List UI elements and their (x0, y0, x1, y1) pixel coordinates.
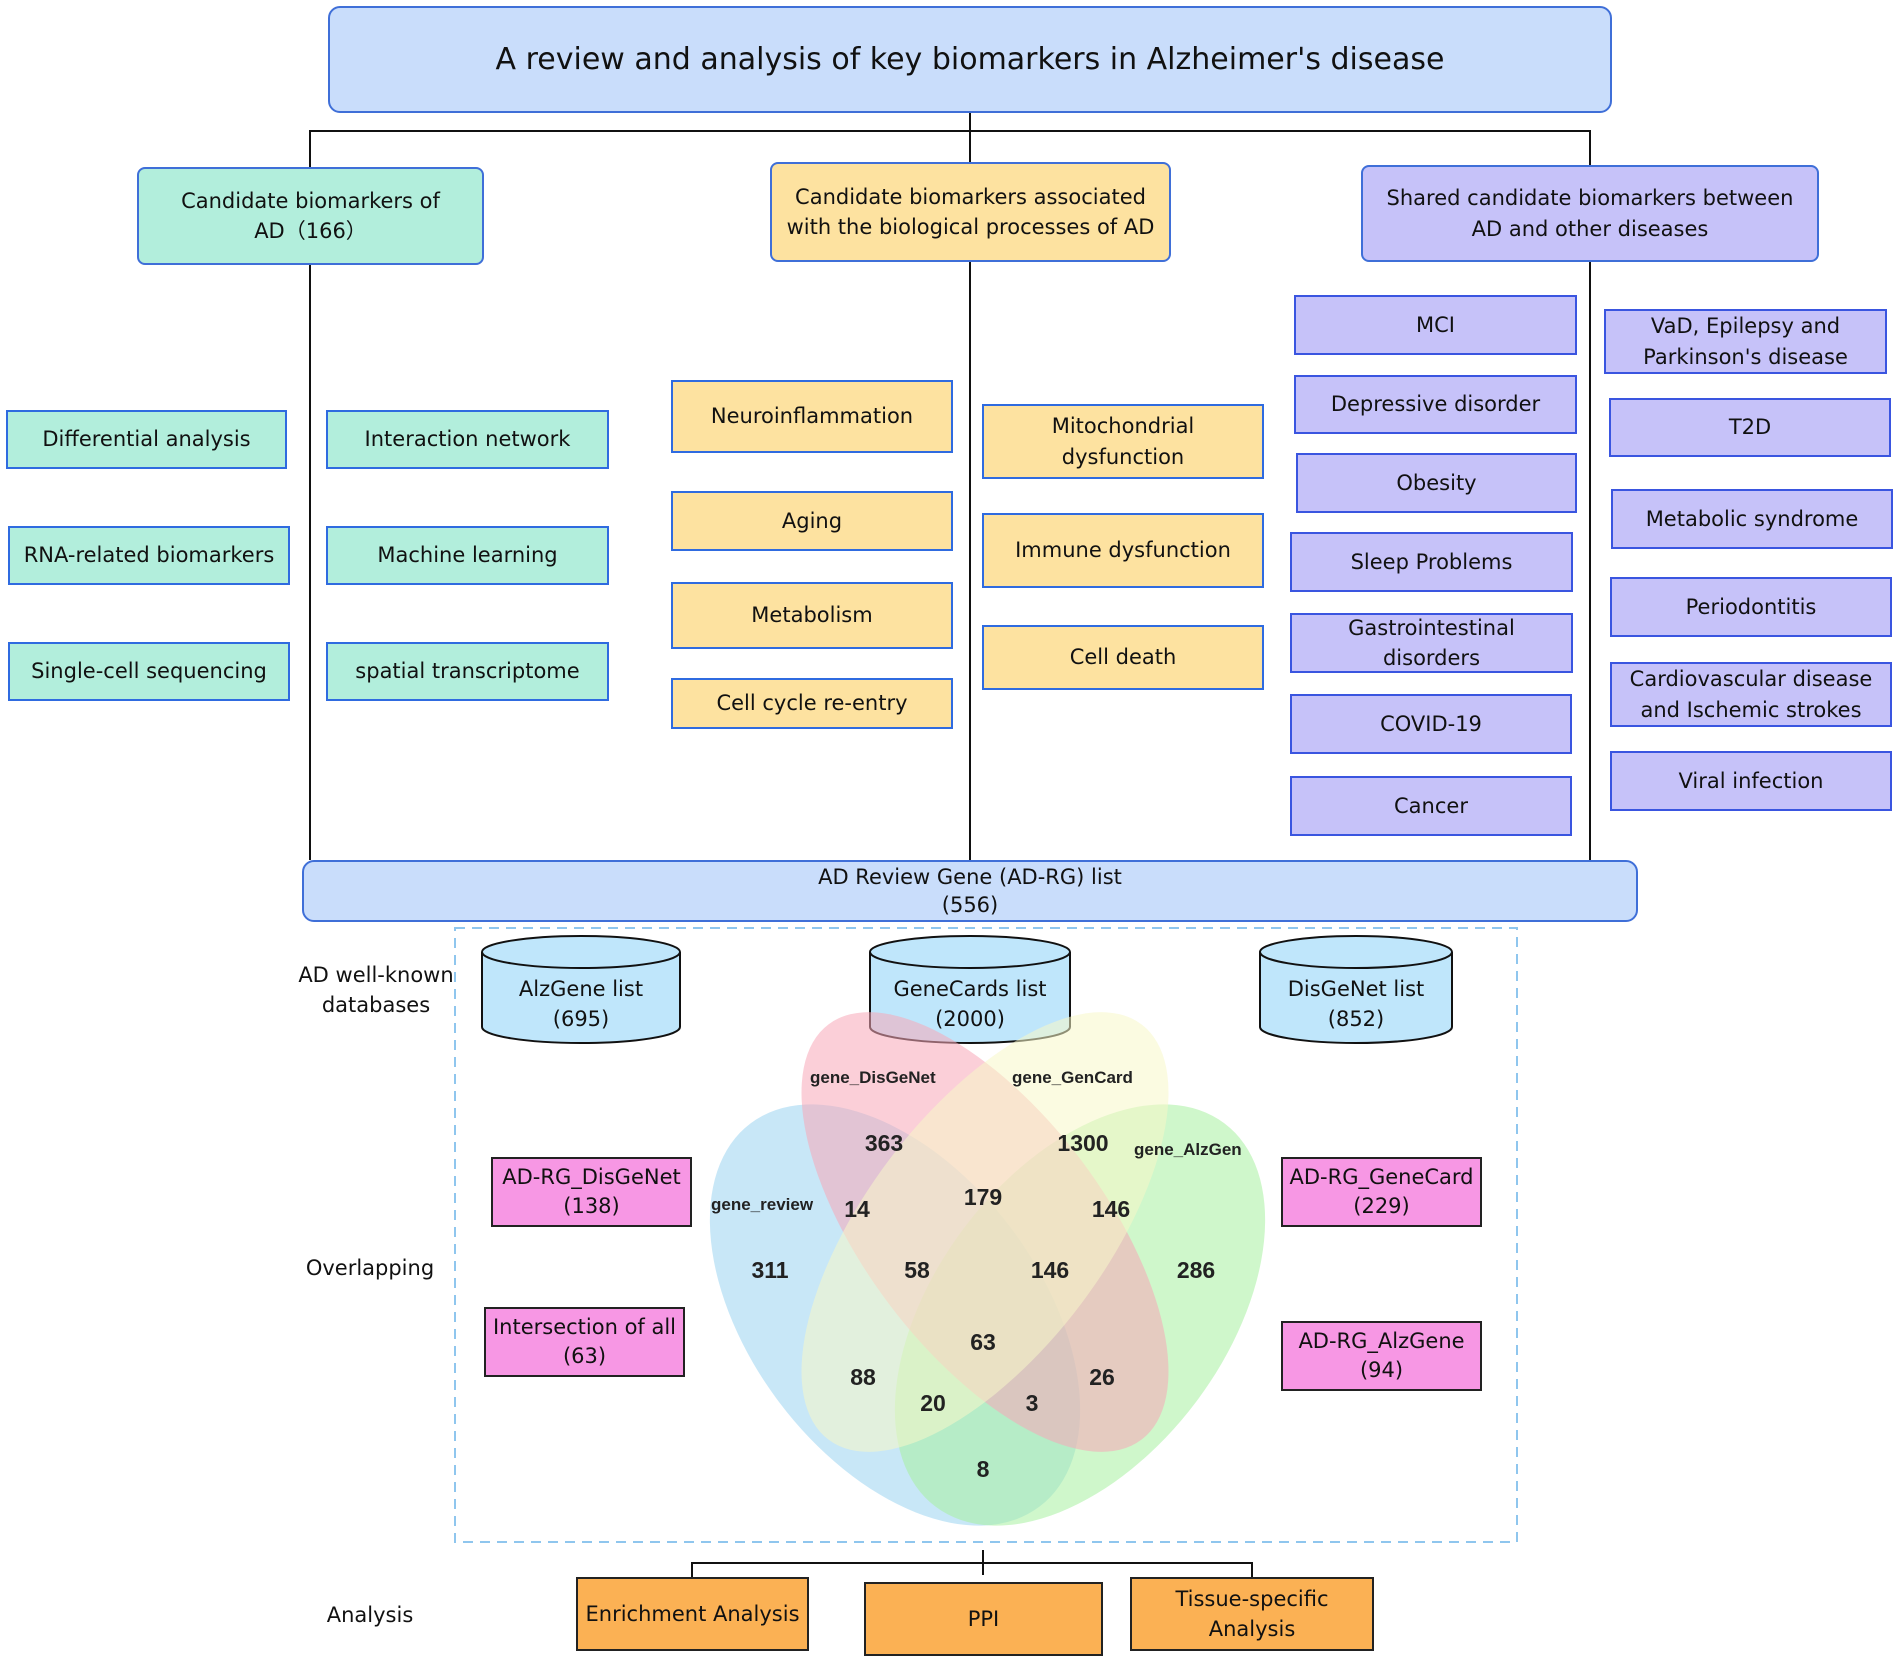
overlap-adrg-disgenet-name: AD-RG_DisGeNet (502, 1164, 681, 1189)
disgenet-db-name: DisGeNet list (1287, 977, 1425, 1001)
disease-obesity: Obesity (1296, 453, 1577, 513)
overlap-adrg-alzgene-name: AD-RG_AlzGene (1298, 1328, 1465, 1353)
adrg-list-bar: AD Review Gene (AD-RG) list (556) (302, 860, 1638, 922)
disease-t2d: T2D (1609, 398, 1891, 457)
process-immune-dysfunction: Immune dysfunction (982, 513, 1264, 588)
adrg-list-count: (556) (941, 893, 999, 917)
side-label-databases: AD well-known databases (298, 963, 454, 1018)
overlap-intersection-all-count: (63) (562, 1344, 607, 1368)
diagram-title: A review and analysis of key biomarkers … (328, 6, 1612, 113)
venn-region-review-gencard-alzgen: 20 (920, 1390, 946, 1416)
venn-label-alzgen: gene_AlzGen (1134, 1140, 1242, 1159)
genecards-db-label: GeneCards list (2000) (870, 974, 1070, 1035)
method-interaction-network: Interaction network (326, 410, 609, 469)
alzgene-db-count: (695) (552, 1007, 610, 1032)
disease-vad-epilepsy-parkinsons: VaD, Epilepsy and Parkinson's disease (1604, 309, 1887, 374)
process-cell-death: Cell death (982, 625, 1264, 690)
overlap-adrg-alzgene: AD-RG_AlzGene (94) (1281, 1321, 1482, 1391)
venn-region-all-four: 63 (970, 1329, 996, 1355)
venn-region-review-only: 311 (751, 1257, 788, 1283)
method-differential-analysis: Differential analysis (6, 410, 287, 469)
disease-periodontitis: Periodontitis (1610, 577, 1892, 637)
disease-covid-19: COVID-19 (1290, 694, 1572, 754)
side-label-analysis: Analysis (326, 1603, 414, 1627)
disgenet-db-label: DisGeNet list (852) (1260, 974, 1452, 1035)
disease-metabolic-syndrome: Metabolic syndrome (1611, 489, 1893, 549)
venn-label-disgenet: gene_DisGeNet (810, 1068, 936, 1087)
disease-gastrointestinal-disorders: Gastrointestinal disorders (1290, 613, 1573, 673)
side-label-overlapping: Overlapping (305, 1256, 435, 1280)
alzgene-db-label: AlzGene list (695) (482, 974, 680, 1035)
disgenet-db-icon (1259, 935, 1453, 1044)
disease-cardiovascular-ischemic: Cardiovascular disease and Ischemic stro… (1610, 662, 1892, 727)
process-aging: Aging (671, 491, 953, 551)
venn-region-disgenet-gencard: 179 (964, 1184, 1002, 1210)
venn-region-review-alzgen: 8 (977, 1456, 990, 1482)
method-single-cell-sequencing: Single-cell sequencing (8, 642, 290, 701)
overlap-dashed-frame (454, 927, 1518, 1543)
adrg-list-label: AD Review Gene (AD-RG) list (818, 864, 1122, 889)
venn-region-review-disgenet: 14 (844, 1196, 870, 1222)
process-mitochondrial-dysfunction: Mitochondrial dysfunction (982, 404, 1264, 479)
category-biological-processes: Candidate biomarkers associated with the… (770, 162, 1171, 262)
overlap-adrg-genecard-count: (229) (1353, 1194, 1410, 1218)
category-candidate-biomarkers: Candidate biomarkers of AD（166） (137, 167, 484, 265)
genecards-db-name: GeneCards list (893, 977, 1047, 1001)
overlap-adrg-disgenet-count: (138) (563, 1194, 620, 1218)
disgenet-db-count: (852) (1327, 1007, 1385, 1032)
venn-set-gencard (801, 1012, 1169, 1452)
alzgene-db-icon (481, 935, 681, 1044)
overlap-adrg-alzgene-count: (94) (1359, 1358, 1404, 1382)
disease-sleep-problems: Sleep Problems (1290, 532, 1573, 592)
overlap-adrg-disgenet: AD-RG_DisGeNet (138) (491, 1157, 692, 1227)
venn-region-alzgen-only: 286 (1177, 1257, 1215, 1283)
method-rna-related-biomarkers: RNA-related biomarkers (8, 526, 290, 585)
analysis-tissue-specific: Tissue-specific Analysis (1130, 1577, 1374, 1651)
genecards-db-icon (869, 935, 1071, 1044)
process-metabolism: Metabolism (671, 582, 953, 649)
venn-region-review-gencard: 88 (850, 1364, 876, 1390)
genecards-db-count: (2000) (935, 1007, 1005, 1032)
disease-viral-infection: Viral infection (1610, 751, 1892, 811)
venn-region-gencard-only: 1300 (1057, 1130, 1108, 1156)
category-shared-biomarkers: Shared candidate biomarkers between AD a… (1361, 165, 1819, 262)
analysis-ppi: PPI (864, 1582, 1103, 1656)
method-spatial-transcriptome: spatial transcriptome (326, 642, 609, 701)
disease-mci: MCI (1294, 295, 1577, 355)
overlap-adrg-genecard: AD-RG_GeneCard (229) (1281, 1157, 1482, 1227)
venn-region-review-disgenet-alzgen: 3 (1026, 1390, 1039, 1416)
venn-region-gencard-alzgen: 146 (1092, 1196, 1130, 1222)
alzgene-db-name: AlzGene list (518, 977, 644, 1001)
venn-region-disgenet-alzgen: 26 (1089, 1364, 1115, 1390)
overlap-adrg-genecard-name: AD-RG_GeneCard (1289, 1164, 1474, 1189)
analysis-enrichment: Enrichment Analysis (576, 1577, 809, 1651)
overlap-intersection-all-name: Intersection of all (492, 1314, 677, 1339)
process-cell-cycle-re-entry: Cell cycle re-entry (671, 678, 953, 729)
venn-region-review-disgenet-gencard: 58 (904, 1257, 930, 1283)
venn-region-disgenet-only: 363 (865, 1130, 903, 1156)
venn-label-review: gene_review (711, 1195, 814, 1214)
overlap-intersection-all: Intersection of all (63) (484, 1307, 685, 1377)
disease-cancer: Cancer (1290, 776, 1572, 836)
method-machine-learning: Machine learning (326, 526, 609, 585)
venn-region-disgenet-gencard-alzgen: 146 (1031, 1257, 1069, 1283)
process-neuroinflammation: Neuroinflammation (671, 380, 953, 453)
disease-depressive-disorder: Depressive disorder (1294, 375, 1577, 434)
venn-label-gencard: gene_GenCard (1012, 1068, 1133, 1087)
